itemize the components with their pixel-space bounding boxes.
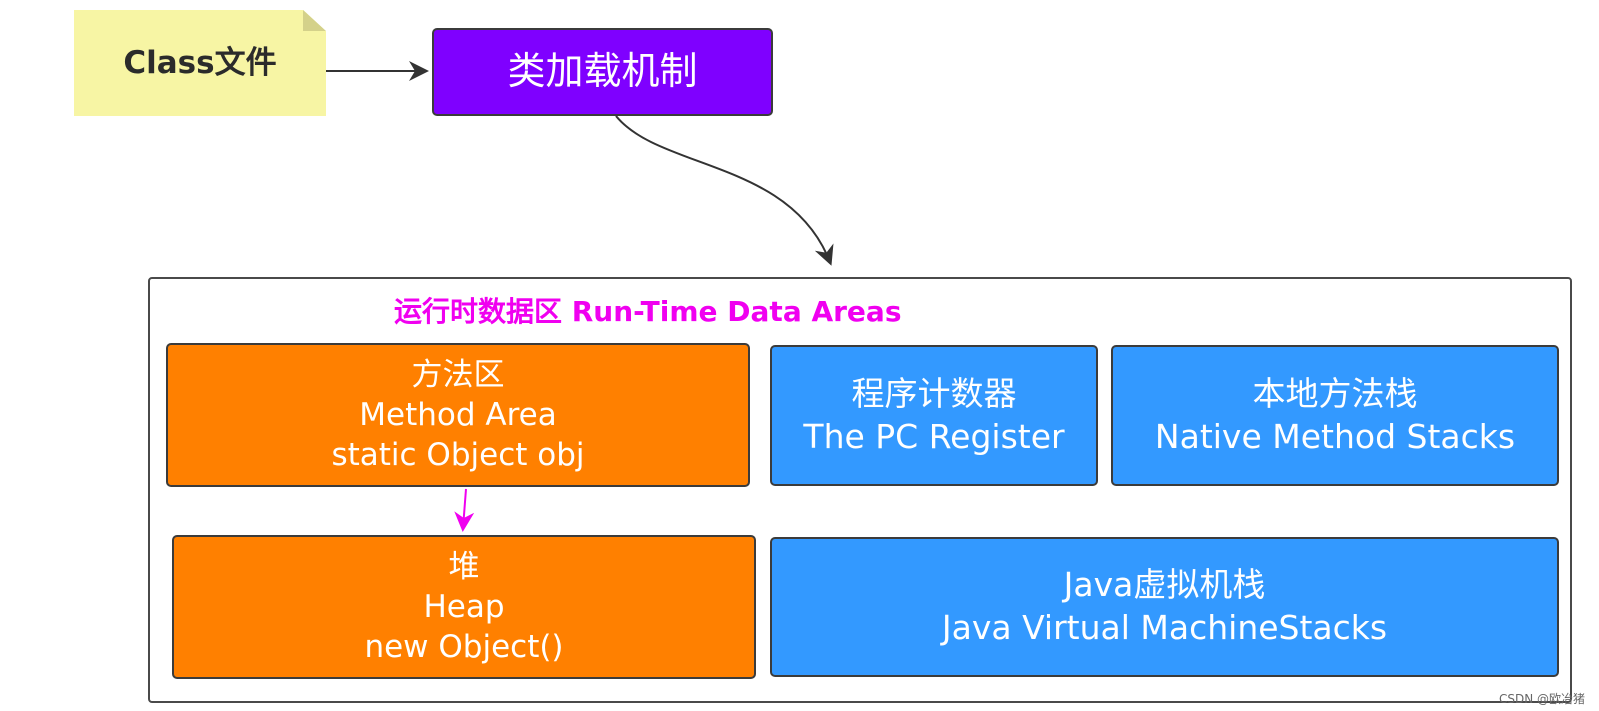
class-loader-box: 类加载机制 — [432, 28, 773, 116]
loader-to-runtime-arrow — [615, 115, 834, 266]
native-stacks-title-cn: 本地方法栈 — [1252, 373, 1418, 413]
class-loader-label: 类加载机制 — [507, 49, 698, 94]
class-file-label: Class文件 — [123, 44, 277, 81]
pc-register-title-en: The PC Register — [803, 416, 1065, 456]
jvm-stacks-title-cn: Java虚拟机栈 — [1063, 565, 1266, 605]
method-area-example: static Object obj — [331, 437, 585, 474]
pc-register-box: 程序计数器 The PC Register — [770, 345, 1098, 486]
heap-box: 堆 Heap new Object() — [172, 535, 756, 679]
heap-title-en: Heap — [423, 588, 505, 625]
class-file-note: Class文件 — [74, 10, 326, 116]
method-area-box: 方法区 Method Area static Object obj — [166, 343, 750, 487]
jvm-stacks-box: Java虚拟机栈 Java Virtual MachineStacks — [770, 537, 1559, 677]
method-area-title-cn: 方法区 — [411, 356, 505, 393]
runtime-data-area-title: 运行时数据区 Run-Time Data Areas — [394, 295, 902, 328]
pc-register-title-cn: 程序计数器 — [851, 373, 1017, 413]
jvm-stacks-title-en: Java Virtual MachineStacks — [941, 608, 1388, 647]
method-area-title-en: Method Area — [359, 396, 557, 433]
native-stacks-title-en: Native Method Stacks — [1154, 416, 1516, 456]
native-method-stacks-box: 本地方法栈 Native Method Stacks — [1111, 345, 1559, 486]
csdn-watermark: CSDN @欧冶猪 — [1498, 692, 1585, 706]
heap-title-cn: 堆 — [448, 548, 480, 585]
heap-example: new Object() — [364, 629, 564, 666]
